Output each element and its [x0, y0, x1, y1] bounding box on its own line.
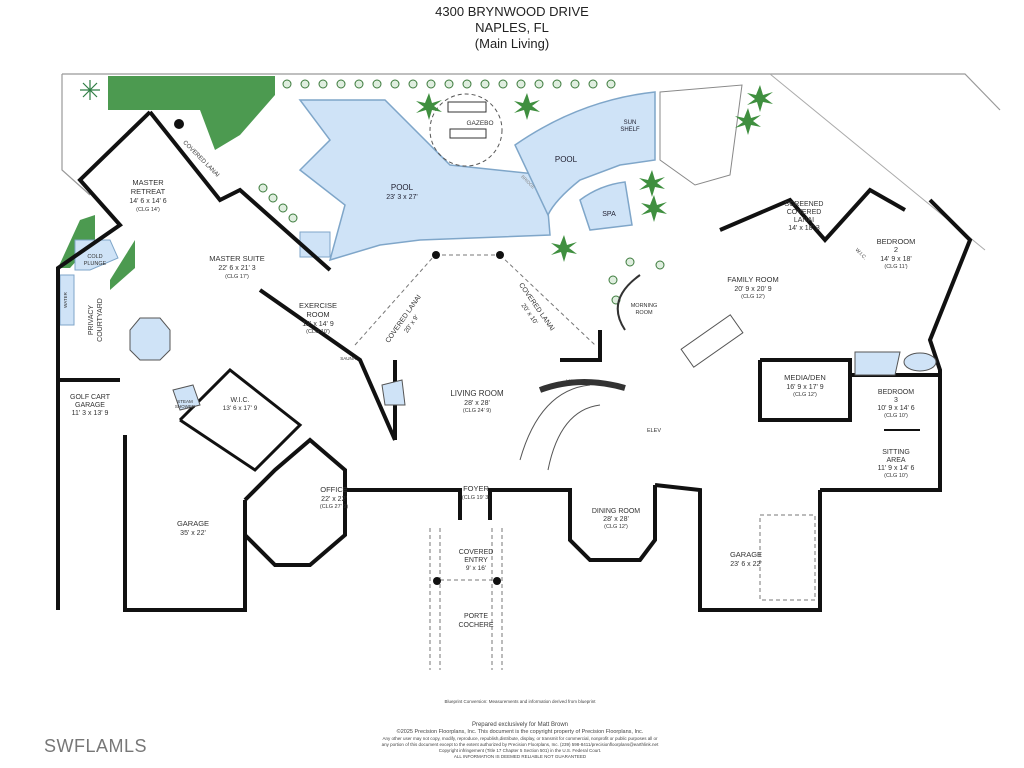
water-feature-label: WATER [63, 291, 68, 307]
golf-cart-garage-label: GOLF CART [70, 394, 111, 401]
svg-text:(CLG 11'): (CLG 11') [884, 264, 907, 270]
living-room-label: LIVING ROOM [450, 389, 504, 398]
main-pool-label: POOL [391, 183, 414, 192]
svg-text:2: 2 [894, 245, 898, 254]
master-retreat-label: MASTER [132, 178, 164, 187]
steam-shower-label: STEAM [177, 399, 193, 404]
bedroom3-label: BEDROOM [878, 389, 914, 396]
legal-line-4: ALL INFORMATION IS DEEMED RELIABLE NOT G… [453, 754, 587, 759]
copyright-line: ©2025 Precision Floorplans, Inc. This do… [396, 729, 644, 735]
svg-text:(CLG 12'): (CLG 12') [793, 392, 817, 398]
family-room-label: FAMILY ROOM [727, 275, 778, 284]
lawn-area [108, 76, 275, 150]
conversion-note: Blueprint Conversion: Measurements and i… [444, 699, 596, 704]
garage-right-label: GARAGE [730, 550, 762, 559]
svg-text:AREA: AREA [886, 457, 905, 464]
foyer-label: FOYER [463, 484, 489, 493]
morning-room-label: MORNING [631, 303, 658, 309]
gazebo [429, 93, 503, 167]
svg-text:16' 9 x 17' 9: 16' 9 x 17' 9 [786, 384, 823, 391]
cold-plunge-label: COLD [87, 254, 102, 260]
porte-cochere-label: PORTE [464, 613, 488, 620]
svg-text:(CLG 17'): (CLG 17') [225, 274, 249, 280]
curved-pool [514, 91, 656, 217]
svg-text:(CLG 10'): (CLG 10') [884, 413, 908, 419]
svg-text:COVERED: COVERED [787, 209, 822, 216]
svg-text:COURTYARD: COURTYARD [97, 298, 104, 342]
legal-line-3: Copyright infringement (Title 17 Chapter… [438, 748, 602, 753]
prepared-for: Prepared exclusively for Matt Brown [471, 722, 569, 728]
master-suite-label: MASTER SUITE [209, 254, 264, 263]
svg-text:ENTRY: ENTRY [464, 557, 488, 564]
svg-text:(CLG 10'): (CLG 10') [306, 329, 330, 335]
svg-text:23' 3 x 27': 23' 3 x 27' [386, 194, 417, 201]
shrub-row [258, 79, 665, 305]
wet-bar-label: WET BAR [566, 380, 594, 386]
office-label: OFFICE [320, 485, 348, 494]
sauna-label: SAUNA [340, 356, 356, 361]
svg-text:20' 9 x 20' 9: 20' 9 x 20' 9 [734, 286, 771, 293]
svg-text:14' x 18' 3: 14' x 18' 3 [788, 225, 820, 232]
svg-text:14' 9 x 18': 14' 9 x 18' [880, 256, 911, 263]
svg-text:COCHERE: COCHERE [458, 622, 493, 629]
svg-text:10' 9 x 14' 6: 10' 9 x 14' 6 [877, 405, 914, 412]
svg-text:(CLG 12'): (CLG 12') [741, 294, 765, 300]
spa-label: SPA [602, 211, 616, 218]
svg-text:ROOM: ROOM [306, 310, 329, 319]
legal-line-2: any portion of this document except to t… [381, 742, 659, 747]
svg-text:(CLG 14'): (CLG 14') [136, 207, 160, 213]
svg-text:(CLG 10'): (CLG 10') [884, 473, 908, 479]
garage-left-label: GARAGE [177, 519, 209, 528]
svg-text:SHELF: SHELF [620, 127, 640, 133]
elevator-label: ELEV [647, 428, 661, 434]
svg-text:PLUNGE: PLUNGE [84, 261, 107, 267]
sun-shelf-label: SUN [624, 120, 637, 126]
privacy-courtyard-label: PRIVACY [88, 305, 95, 336]
svg-text:12' x 14' 9: 12' x 14' 9 [302, 321, 334, 328]
sitting-area-label: SITTING [882, 449, 910, 456]
svg-text:SHOWER: SHOWER [175, 404, 196, 409]
walls [56, 110, 973, 612]
gazebo-label: GAZEBO [466, 120, 493, 127]
curved-pool-label: POOL [555, 155, 578, 164]
plant-icon [80, 80, 100, 100]
svg-text:LANAI: LANAI [794, 217, 814, 224]
screened-lanai-label: SCREENED [785, 201, 824, 208]
dining-room-label: DINING ROOM [592, 508, 640, 515]
svg-text:(CLG 27' 9): (CLG 27' 9) [320, 504, 348, 510]
wic-bed2-label: W.I.C. [854, 247, 868, 261]
exercise-room-label: EXERCISE [299, 301, 337, 310]
level-title: (Main Living) [474, 36, 550, 51]
svg-text:9' x 16': 9' x 16' [466, 565, 486, 572]
palm-icons [416, 85, 773, 262]
city-title: NAPLES, FL [475, 20, 549, 35]
svg-text:22' 6 x 21' 3: 22' 6 x 21' 3 [218, 265, 255, 272]
svg-text:(CLG 19' 3): (CLG 19' 3) [462, 495, 490, 501]
svg-text:35' x 22': 35' x 22' [180, 530, 206, 537]
svg-text:23' 6 x 22': 23' 6 x 22' [730, 561, 761, 568]
wic-master-label: W.I.C. [230, 397, 249, 404]
mls-watermark: SWFLAMLS [44, 736, 148, 756]
svg-text:14' 6 x 14' 6: 14' 6 x 14' 6 [129, 198, 166, 205]
svg-text:13' 6 x 17' 9: 13' 6 x 17' 9 [223, 405, 258, 412]
svg-text:11' 9 x 14' 6: 11' 9 x 14' 6 [878, 465, 915, 472]
svg-text:28' x 28': 28' x 28' [464, 400, 490, 407]
svg-text:22' x 22': 22' x 22' [321, 496, 347, 503]
svg-text:GARAGE: GARAGE [75, 402, 105, 409]
main-pool [298, 99, 551, 262]
svg-text:(CLG 12'): (CLG 12') [604, 524, 628, 530]
media-den-label: MEDIA/DEN [784, 373, 826, 382]
svg-text:ROOM: ROOM [635, 310, 653, 316]
svg-text:RETREAT: RETREAT [131, 187, 166, 196]
svg-text:11' 3 x 13' 9: 11' 3 x 13' 9 [72, 410, 109, 417]
covered-entry-label: COVERED [459, 549, 494, 556]
bedroom2-label: BEDROOM [877, 237, 916, 246]
svg-text:28' x 28': 28' x 28' [603, 516, 629, 523]
svg-text:(CLG 24' 9): (CLG 24' 9) [463, 408, 491, 414]
address-title: 4300 BRYNWOOD DRIVE [435, 4, 589, 19]
svg-text:3: 3 [894, 397, 898, 404]
staircase [519, 384, 591, 461]
legal-line-1: Any other user may not copy, modify, rep… [382, 736, 658, 741]
spa [579, 181, 633, 231]
